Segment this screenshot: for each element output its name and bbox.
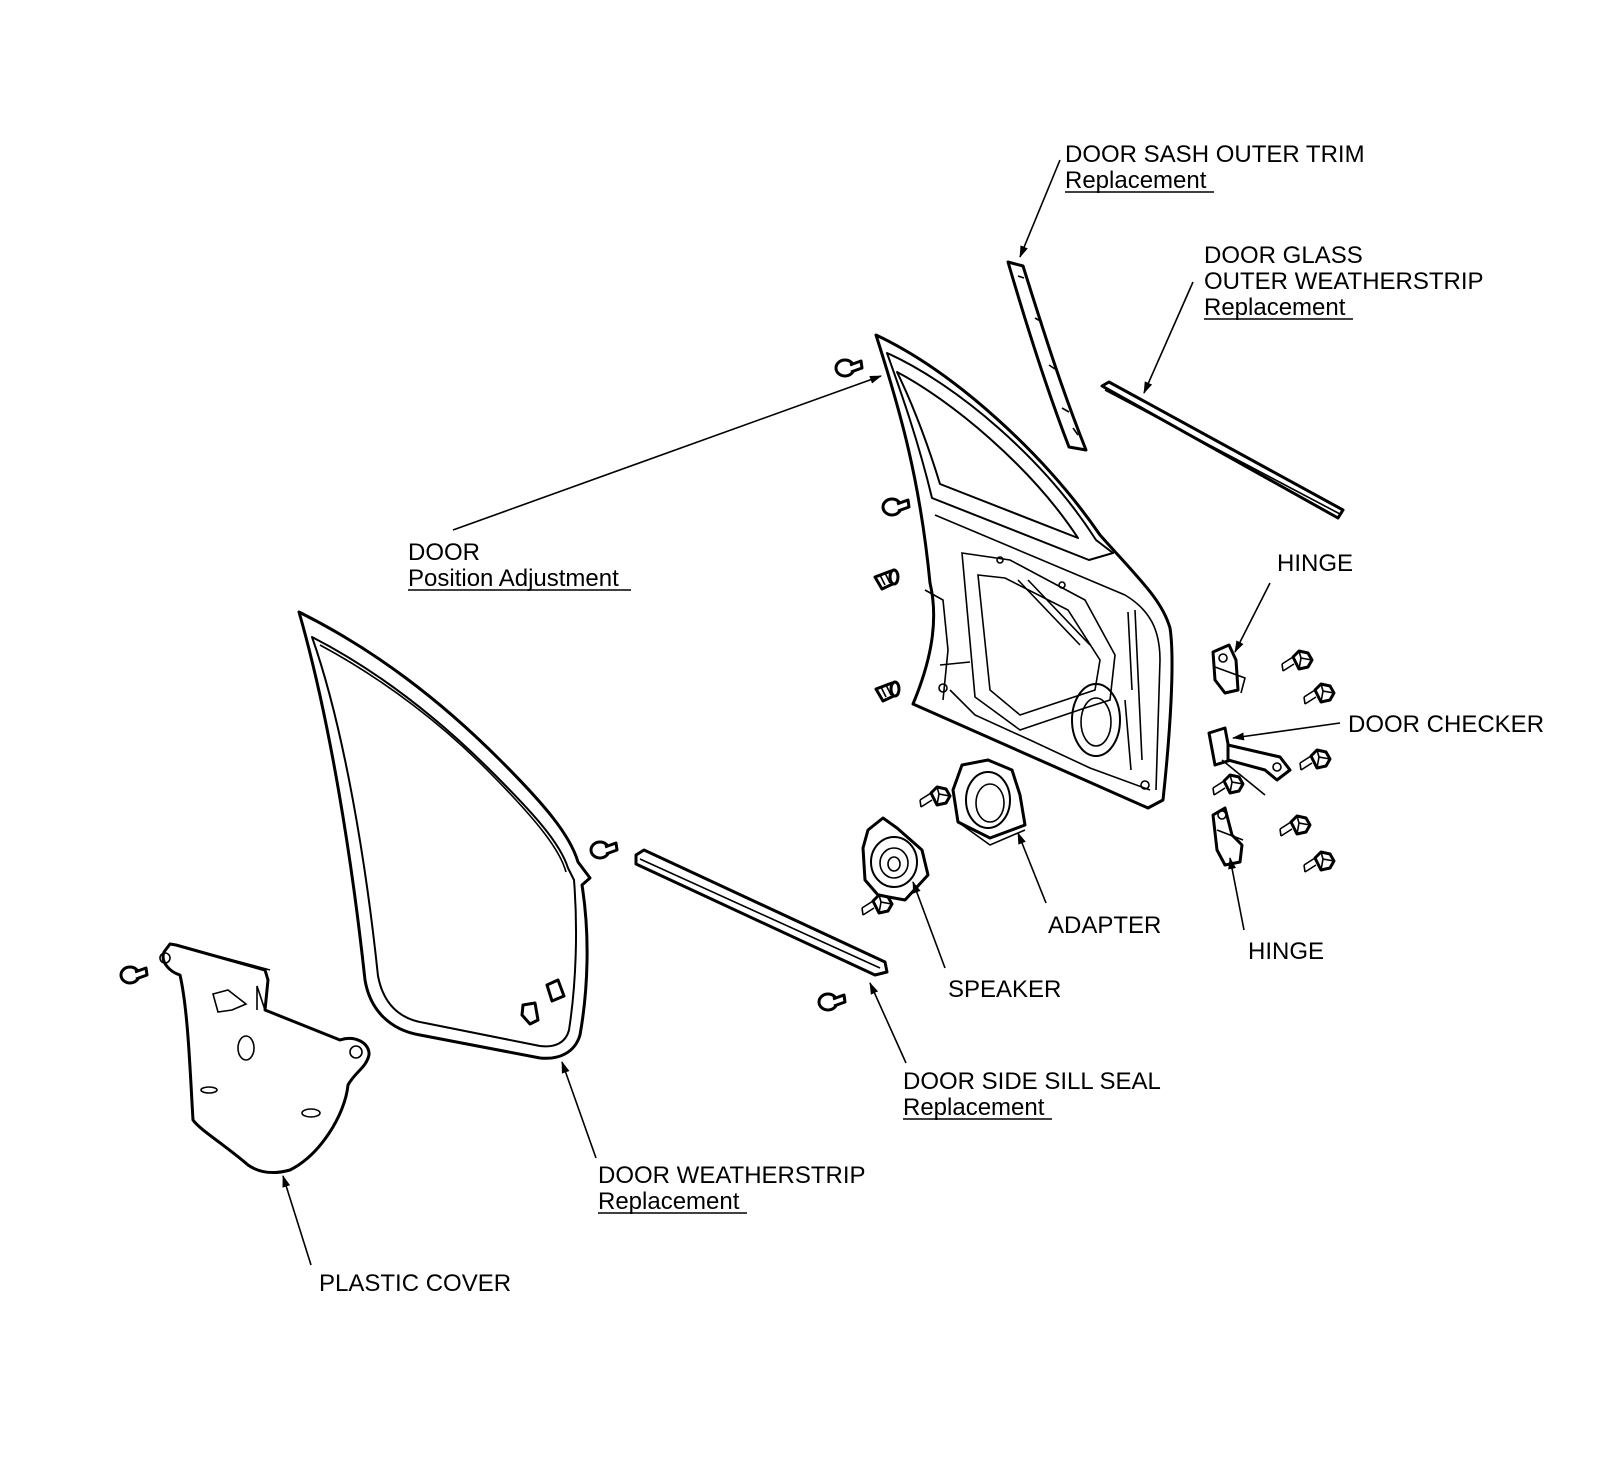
lower-hinge — [1211, 806, 1244, 867]
label-door-side-sill-seal: DOOR SIDE SILL SEAL — [903, 1068, 1161, 1095]
label-plastic-cover: PLASTIC COVER — [319, 1270, 511, 1297]
callout-door-glass-outer-weatherstrip: DOOR GLASS OUTER WEATHERSTRIP Replacemen… — [1204, 242, 1484, 321]
callout-door-side-sill-seal: DOOR SIDE SILL SEAL Replacement — [903, 1068, 1161, 1121]
label-door: DOOR — [408, 539, 480, 566]
upper-hinge — [1211, 643, 1246, 695]
link-door-sash-outer-trim-replacement[interactable]: Replacement — [1065, 167, 1207, 194]
door-glass-outer-weatherstrip — [1100, 380, 1345, 520]
label-adapter: ADAPTER — [1048, 912, 1161, 939]
plastic-cover — [119, 942, 371, 1174]
link-door-weatherstrip-replacement[interactable]: Replacement — [598, 1188, 740, 1215]
door-side-sill-seal — [634, 848, 889, 1012]
leader-lines — [282, 159, 1341, 1266]
label-door-weatherstrip: DOOR WEATHERSTRIP — [598, 1162, 866, 1189]
callout-door-weatherstrip: DOOR WEATHERSTRIP Replacement — [598, 1162, 866, 1215]
label-speaker: SPEAKER — [948, 976, 1061, 1003]
callout-door: DOOR Position Adjustment — [408, 539, 631, 592]
label-door-checker: DOOR CHECKER — [1348, 711, 1544, 738]
door-sash-outer-trim — [1006, 260, 1088, 452]
label-door-glass: DOOR GLASS — [1204, 242, 1363, 269]
link-door-side-sill-seal-replacement[interactable]: Replacement — [903, 1094, 1045, 1121]
label-door-sash-outer-trim: DOOR SASH OUTER TRIM — [1065, 141, 1365, 168]
door-checker — [1207, 726, 1292, 796]
door-shell — [874, 333, 1174, 810]
label-outer-weatherstrip: OUTER WEATHERSTRIP — [1204, 268, 1484, 295]
label-hinge-lower: HINGE — [1248, 938, 1324, 965]
speaker-adapter — [918, 758, 1027, 846]
link-door-glass-outer-weatherstrip-replacement[interactable]: Replacement — [1204, 294, 1346, 321]
speaker — [860, 816, 930, 917]
door-weatherstrip — [297, 610, 619, 1060]
label-hinge-upper: HINGE — [1277, 550, 1353, 577]
callout-door-sash-outer-trim: DOOR SASH OUTER TRIM Replacement — [1065, 141, 1365, 194]
link-door-position-adjustment[interactable]: Position Adjustment — [408, 565, 619, 592]
